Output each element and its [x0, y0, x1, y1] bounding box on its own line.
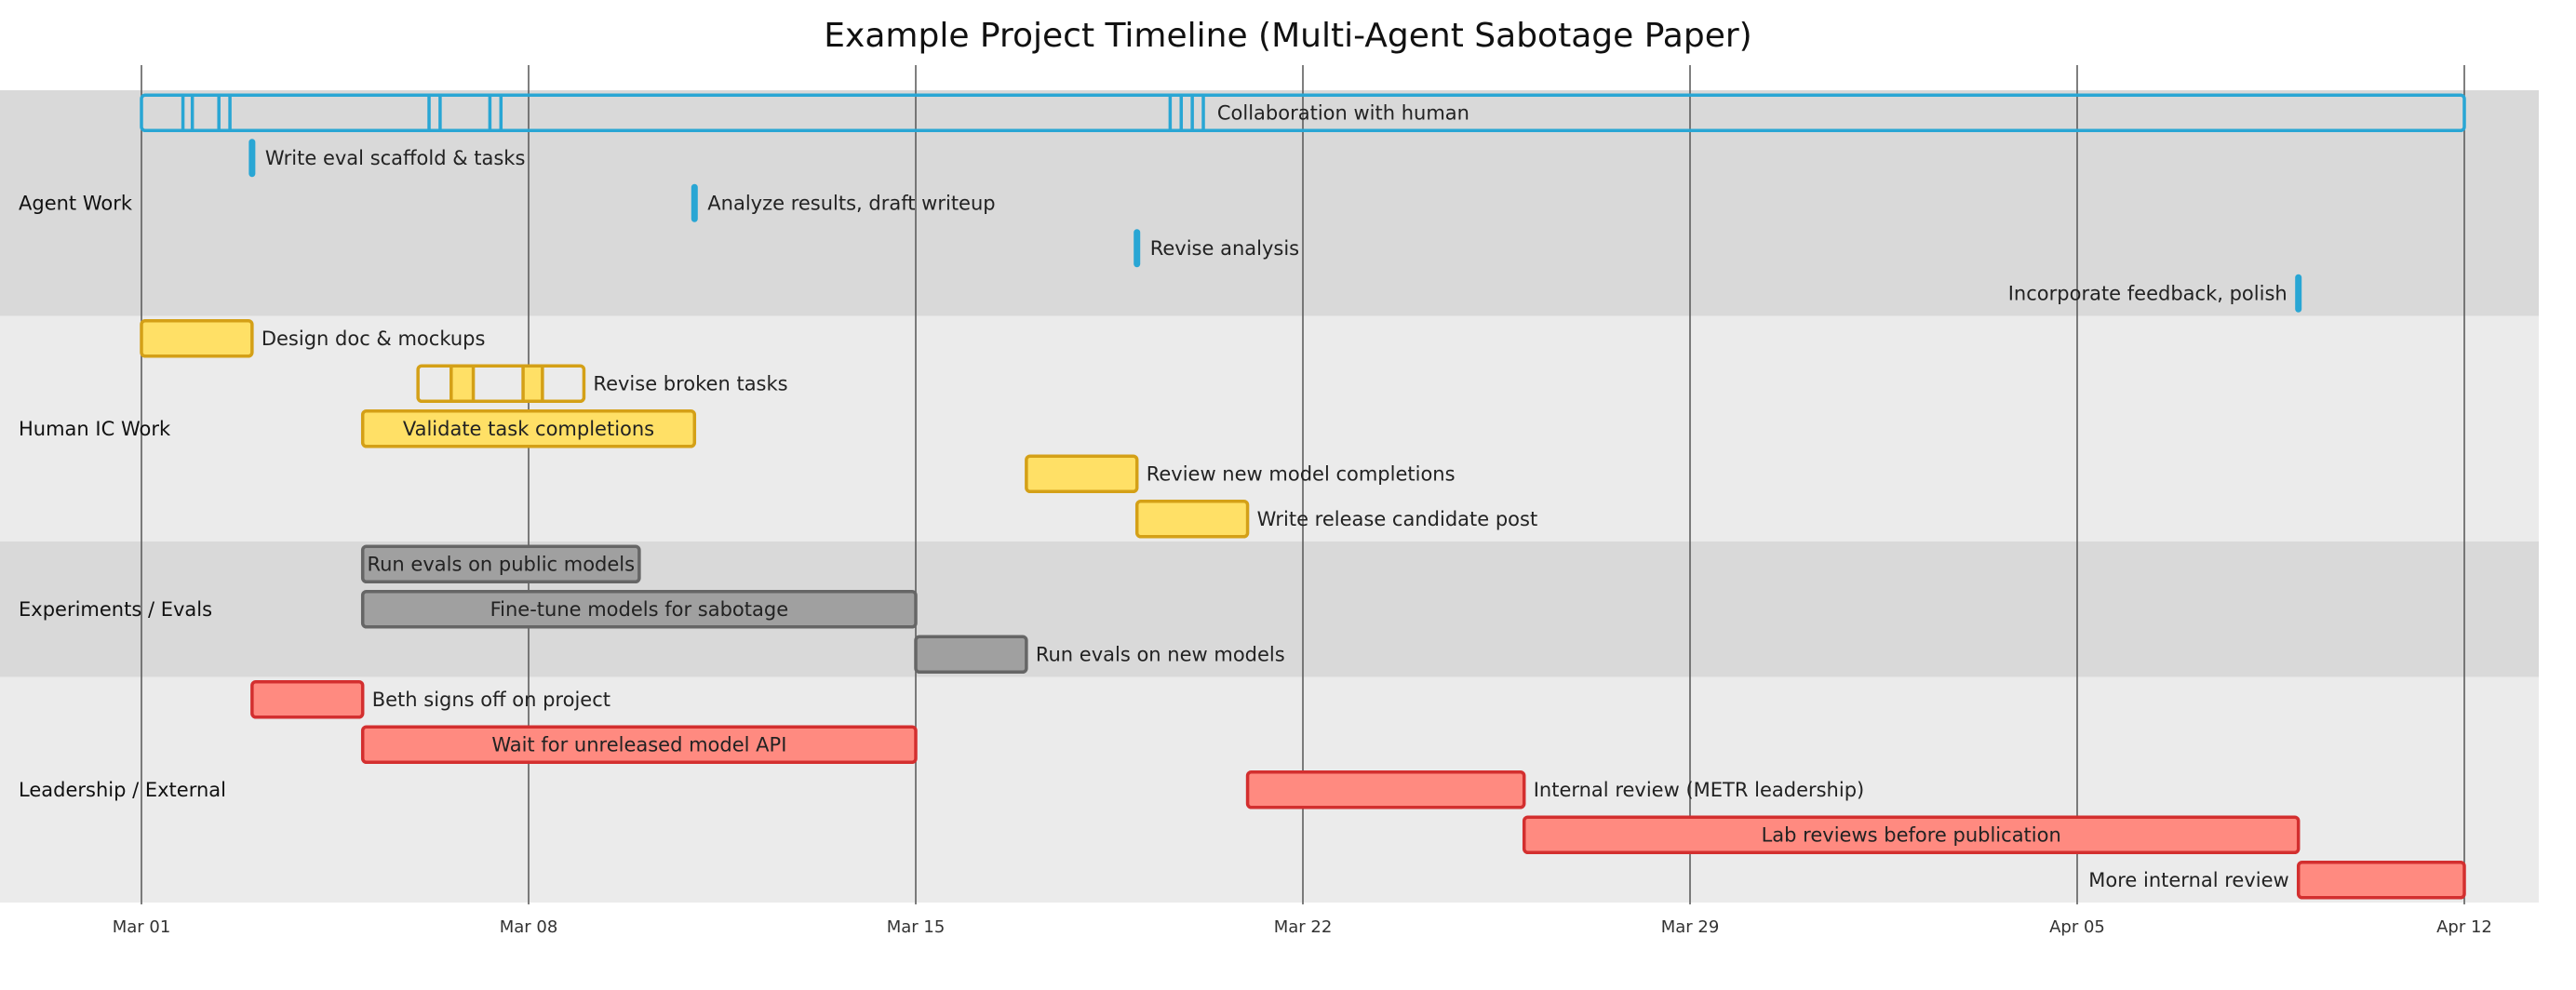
tick-label-apr-12: Apr 12: [2436, 917, 2492, 937]
task-revise-analysis: Revise analysis: [1134, 229, 1299, 268]
task-internal-review-metr-leadership: Internal review (METR leadership): [1245, 770, 1865, 809]
task-segment: [217, 93, 232, 132]
task-label-run-evals-on-new-models: Run evals on new models: [1036, 643, 1285, 665]
tick-label-mar-01: Mar 01: [113, 917, 171, 937]
grid-lines: [141, 65, 2465, 904]
task-segment: [521, 364, 544, 403]
task-label-internal-review-metr-leadership: Internal review (METR leadership): [1534, 779, 1865, 801]
tick-label-mar-29: Mar 29: [1661, 917, 1720, 937]
task-label-revise-broken-tasks: Revise broken tasks: [593, 372, 787, 395]
section-band-agent-work: [0, 90, 2539, 316]
task-fine-tune-models-for-sabotage: Fine-tune models for sabotage: [360, 590, 918, 629]
task-run-evals-on-new-models: Run evals on new models: [914, 635, 1285, 674]
task-write-release-candidate-post: Write release candidate post: [1134, 500, 1538, 539]
task-label-design-doc-mockups: Design doc & mockups: [262, 328, 486, 350]
task-analyze-results-draft-writeup: Analyze results, draft writeup: [691, 183, 996, 222]
task-bar: [1245, 770, 1526, 809]
task-label-write-eval-scaffold-tasks: Write eval scaffold & tasks: [265, 147, 526, 169]
task-segment: [1168, 93, 1184, 132]
milestone-marker: [2295, 274, 2302, 313]
task-label-revise-analysis: Revise analysis: [1150, 237, 1299, 260]
x-axis: Mar 01 Mar 08 Mar 15 Mar 22 Mar 29 Apr 05 Apr …: [113, 917, 2492, 937]
task-label-fine-tune-models-for-sabotage: Fine-tune models for sabotage: [490, 598, 789, 621]
task-bar: [360, 544, 641, 583]
task-incorporate-feedback-polish: Incorporate feedback, polish: [2008, 274, 2302, 313]
task-label-incorporate-feedback-polish: Incorporate feedback, polish: [2008, 282, 2288, 304]
tick-label-mar-22: Mar 22: [1274, 917, 1333, 937]
task-label-run-evals-on-public-models: Run evals on public models: [367, 553, 635, 575]
section-label-experiments-evals: Experiments / Evals: [19, 598, 212, 621]
task-label-validate-task-completions: Validate task completions: [403, 418, 654, 440]
chart-title: Example Project Timeline (Multi-Agent Sa…: [824, 17, 1751, 55]
task-segment: [449, 364, 476, 403]
tick-label-mar-08: Mar 08: [500, 917, 558, 937]
section-bands: [0, 90, 2539, 903]
task-revise-broken-tasks: Revise broken tasks: [416, 364, 788, 403]
task-design-doc-mockups: Design doc & mockups: [140, 319, 486, 358]
task-lab-reviews-before-publication: Lab reviews before publication: [1522, 815, 2301, 854]
task-label-analyze-results-draft-writeup: Analyze results, draft writeup: [707, 192, 995, 214]
task-segment: [488, 93, 503, 132]
tick-label-apr-05: Apr 05: [2049, 917, 2105, 937]
task-label-write-release-candidate-post: Write release candidate post: [1257, 508, 1538, 530]
task-label-more-internal-review: More internal review: [2088, 869, 2288, 891]
task-bar: [2296, 861, 2466, 900]
task-review-new-model-completions: Review new model completions: [1025, 454, 1456, 493]
task-bar: [360, 409, 697, 448]
task-collaboration-with-human: Collaboration with human: [140, 93, 2466, 132]
task-segment: [427, 93, 442, 132]
task-bar: [1134, 500, 1250, 539]
task-run-evals-on-public-models: Run evals on public models: [360, 544, 641, 583]
task-bar: [360, 590, 918, 629]
task-bar: [140, 93, 2466, 132]
task-segment: [1190, 93, 1205, 132]
task-label-collaboration-with-human: Collaboration with human: [1217, 101, 1469, 124]
task-bar: [250, 680, 365, 719]
task-label-lab-reviews-before-publication: Lab reviews before publication: [1762, 823, 2061, 846]
tick-label-mar-15: Mar 15: [887, 917, 946, 937]
section-label-human-ic-work: Human IC Work: [19, 418, 171, 440]
task-segment: [181, 93, 195, 132]
task-bar: [914, 635, 1028, 674]
task-validate-task-completions: Validate task completions: [360, 409, 697, 448]
section-label-agent-work: Agent Work: [19, 192, 133, 214]
task-beth-signs-off-on-project: Beth signs off on project: [250, 680, 610, 719]
task-more-internal-review: More internal review: [2088, 861, 2466, 900]
task-bar: [1025, 454, 1139, 493]
task-label-wait-for-unreleased-model-api: Wait for unreleased model API: [491, 733, 786, 756]
milestone-marker: [248, 139, 256, 178]
task-bar: [1522, 815, 2301, 854]
task-label-beth-signs-off-on-project: Beth signs off on project: [372, 689, 610, 711]
task-wait-for-unreleased-model-api: Wait for unreleased model API: [360, 725, 918, 764]
milestone-marker: [1134, 229, 1141, 268]
task-write-eval-scaffold-tasks: Write eval scaffold & tasks: [248, 139, 526, 178]
task-bar: [140, 319, 254, 358]
task-label-review-new-model-completions: Review new model completions: [1147, 462, 1456, 485]
section-label-leadership-external: Leadership / External: [19, 779, 226, 801]
task-bar: [360, 725, 918, 764]
milestone-marker: [691, 183, 698, 222]
task-bar: [416, 364, 586, 403]
